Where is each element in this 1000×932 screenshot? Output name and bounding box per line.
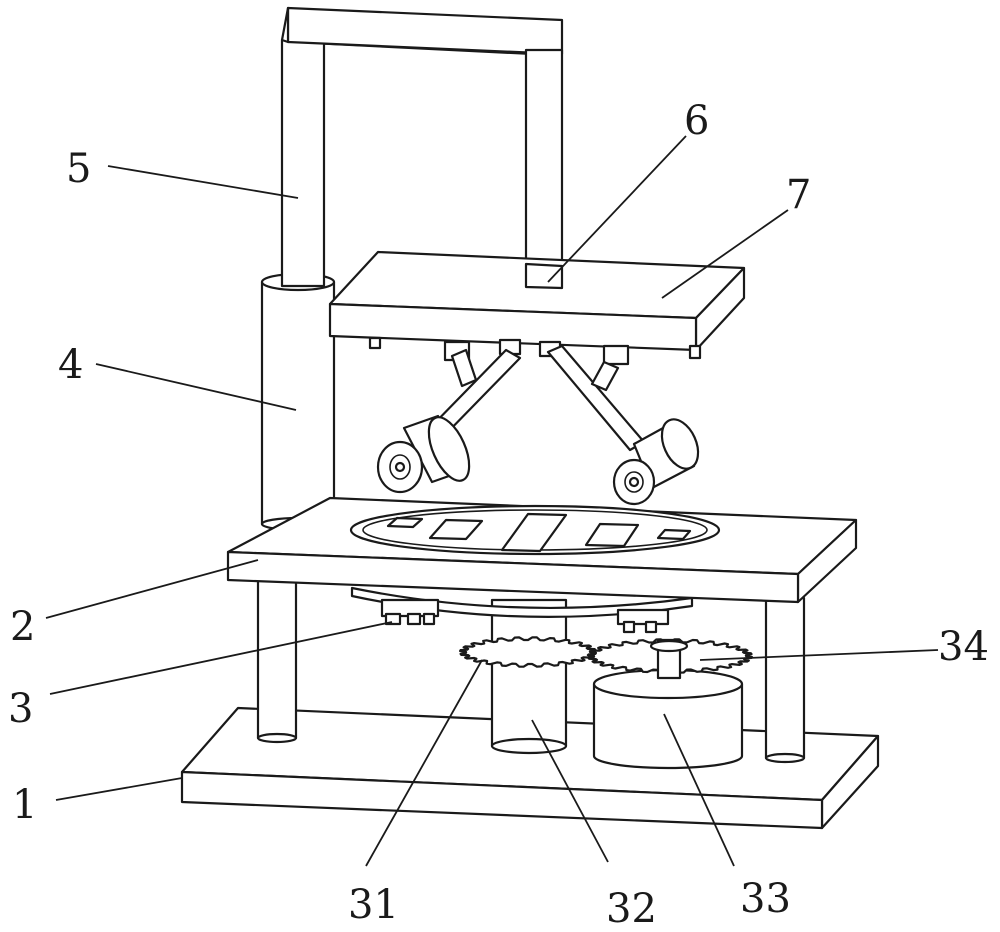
frame bbox=[280, 6, 564, 290]
table-legs bbox=[256, 576, 806, 764]
column bbox=[260, 272, 336, 532]
label-1: 1 bbox=[12, 782, 37, 828]
label-3: 3 bbox=[8, 686, 33, 732]
left-roller bbox=[376, 414, 471, 494]
turntable-underside bbox=[350, 586, 694, 634]
label-6: 6 bbox=[684, 98, 709, 144]
gear-shaft bbox=[490, 598, 568, 755]
motor-block bbox=[592, 668, 744, 770]
label-4: 4 bbox=[58, 342, 83, 388]
label-34: 34 bbox=[938, 624, 989, 670]
label-7: 7 bbox=[786, 172, 811, 218]
leader-lines bbox=[45, 135, 939, 867]
label-2: 2 bbox=[10, 604, 35, 650]
press-plate bbox=[328, 250, 746, 352]
table-top bbox=[226, 496, 858, 604]
driven-gear bbox=[459, 636, 597, 668]
label-33: 33 bbox=[740, 876, 791, 922]
part-labels: 5 6 7 4 2 3 1 31 32 33 34 bbox=[8, 98, 989, 932]
label-5: 5 bbox=[66, 146, 91, 192]
label-31: 31 bbox=[348, 882, 399, 928]
drive-gear bbox=[587, 638, 753, 680]
label-32: 32 bbox=[606, 886, 657, 932]
right-roller bbox=[612, 418, 700, 506]
roller-arms bbox=[368, 336, 702, 452]
